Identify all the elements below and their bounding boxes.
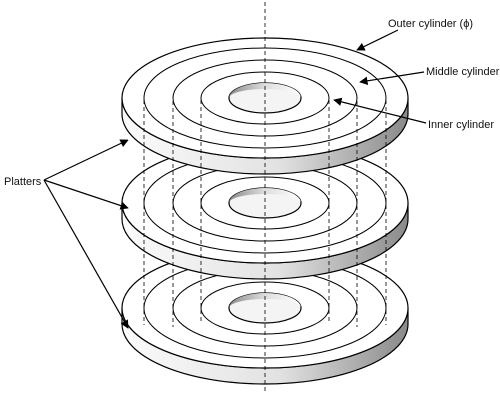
platters-arrow-bottom xyxy=(43,179,129,329)
outer-cylinder-label: Outer cylinder (ϕ) xyxy=(388,18,473,30)
platter-middle xyxy=(121,142,409,280)
callout-arrows xyxy=(43,29,427,329)
middle-cylinder-arrow xyxy=(359,71,425,85)
platters-arrow-middle xyxy=(43,179,129,210)
inner-cylinder-label: Inner cylinder xyxy=(428,119,494,131)
platters-label: Platters xyxy=(4,176,42,188)
cylinder-guides xyxy=(143,2,387,392)
middle-cylinder-label: Middle cylinder xyxy=(426,66,500,78)
platters-arrow-top xyxy=(43,139,129,181)
inner-cylinder-arrow xyxy=(333,97,427,124)
outer-cylinder-arrow xyxy=(356,29,399,51)
